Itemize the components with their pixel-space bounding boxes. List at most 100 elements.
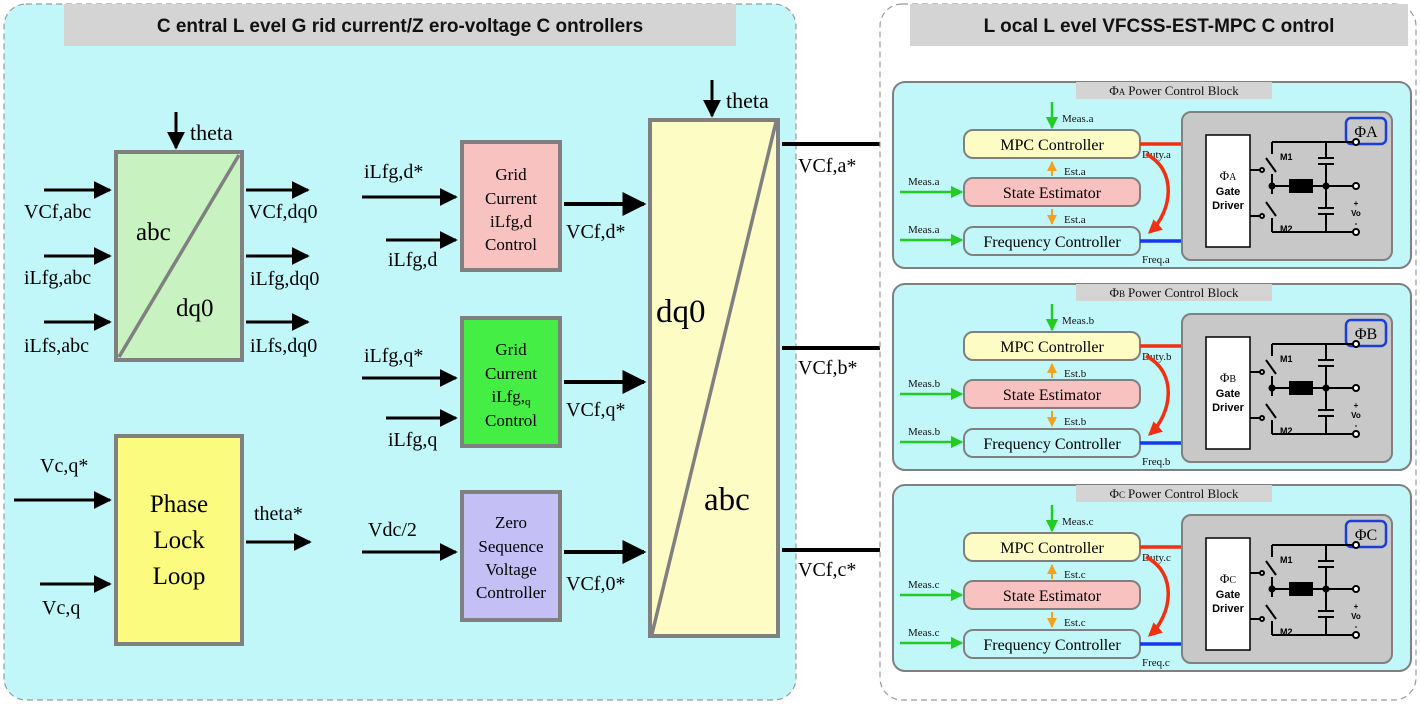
grid-q-input-meas: iLfg,q — [388, 429, 437, 451]
vo-label: Vo — [1351, 612, 1361, 621]
grid-d-output: VCf,d* — [566, 221, 625, 243]
gate-driver-line-1: Gate — [1216, 186, 1240, 198]
meas-bottom-label: Meas.c — [908, 627, 940, 639]
gate-driver-line-2: Driver — [1212, 200, 1245, 212]
switch-m1-label: M1 — [1280, 152, 1293, 162]
dq0-abc-transform-block: dq0 abc theta — [648, 80, 780, 638]
phase-reference-arrows: VCf,a* VCf,b* VCf,c* — [782, 132, 961, 581]
switch-m2-label: M2 — [1280, 627, 1293, 637]
transform-output-ilfs: iLfs,dq0 — [250, 335, 317, 357]
zero-line-1: Zero — [495, 513, 527, 532]
inverse-top-label: dq0 — [656, 294, 706, 330]
vcf-b-ref: VCf,b* — [798, 357, 857, 379]
meas-mid-label: Meas.c — [908, 579, 940, 591]
switch-m2-label: M2 — [1280, 426, 1293, 436]
vcf-a-ref: VCf,a* — [798, 155, 856, 177]
grid-q-line-2: Current — [485, 364, 537, 383]
vcf-c-ref: VCf,c* — [798, 559, 856, 581]
transform-top-label: abc — [136, 219, 171, 246]
frequency-controller-label: Frequency Controller — [983, 234, 1121, 251]
transform-bottom-label: dq0 — [176, 295, 214, 322]
phase-badge-label: ΦB — [1355, 326, 1377, 343]
mpc-controller-label: MPC Controller — [1000, 339, 1104, 356]
pll-line-3: Loop — [153, 563, 206, 590]
zero-line-4: Controller — [476, 583, 546, 602]
meas-mid-label: Meas.b — [908, 378, 941, 390]
vo-plus-label: + — [1354, 602, 1359, 611]
transform-output-vcf: VCf,dq0 — [248, 201, 317, 223]
grid-q-input-ref: iLfg,q* — [364, 345, 423, 367]
duty-feedback-arrow — [1145, 152, 1170, 234]
gate-driver-box — [1205, 336, 1251, 450]
grid-current-d-block: Grid Current iLfg,d Control iLfg,d* iLfg… — [362, 140, 647, 272]
duty-feedback-arrow — [1145, 354, 1170, 436]
gate-driver-line-2: Driver — [1212, 402, 1245, 414]
power-block-title-bar — [1076, 485, 1272, 502]
transform-input-ilfg: iLfg,abc — [24, 267, 91, 289]
est-top-label: Est.c — [1064, 569, 1086, 581]
phase-badge — [1344, 318, 1388, 348]
transform-output-ilfg: iLfg,dq0 — [250, 268, 319, 290]
half-bridge-circuit — [1250, 138, 1360, 236]
vo-minus-label: - — [1355, 421, 1358, 430]
switch-m1-label: M1 — [1280, 354, 1293, 364]
zero-line-2: Sequence — [478, 537, 543, 556]
duty-label: Duty.c — [1142, 552, 1171, 564]
pll-line-2: Lock — [153, 527, 205, 554]
mpc-controller-label: MPC Controller — [1000, 137, 1104, 154]
gate-driver-box — [1205, 537, 1251, 651]
gate-driver-phase: ΦA — [1220, 168, 1238, 183]
zero-output: VCf,0* — [566, 573, 625, 595]
meas-top-label: Meas.a — [1062, 113, 1094, 125]
est-top-label: Est.b — [1064, 368, 1087, 380]
est-top-label: Est.a — [1064, 166, 1086, 178]
vo-label: Vo — [1351, 209, 1361, 218]
gate-driver-phase: ΦB — [1220, 370, 1237, 385]
est-bottom-label: Est.b — [1064, 416, 1087, 428]
meas-mid-label: Meas.a — [908, 176, 940, 188]
central-title: C entral L evel G rid current/Z ero-volt… — [157, 16, 643, 37]
frequency-controller-label: Frequency Controller — [983, 436, 1121, 453]
local-title: L ocal L evel VFCSS-EST-MPC C ontrol — [984, 16, 1335, 37]
phase-badge-label: ΦC — [1355, 527, 1377, 544]
state-estimator-box — [963, 177, 1141, 207]
central-title-bar — [64, 4, 736, 46]
transform-input-ilfs: iLfs,abc — [24, 335, 89, 357]
pll-input-meas: Vc,q — [42, 597, 80, 619]
pll-output: theta* — [254, 503, 303, 525]
grid-d-input-ref: iLfg,d* — [364, 161, 423, 183]
pll-input-ref: Vc,q* — [40, 455, 88, 477]
switch-m1-label: M1 — [1280, 555, 1293, 565]
freq-label: Freq.c — [1142, 657, 1170, 669]
frequency-controller-label: Frequency Controller — [983, 637, 1121, 654]
vo-plus-label: + — [1354, 199, 1359, 208]
gate-driver-line-1: Gate — [1216, 589, 1240, 601]
phase-badge — [1344, 116, 1388, 146]
inverse-bottom-label: abc — [704, 482, 750, 518]
local-title-bar — [910, 4, 1408, 46]
grid-d-line-2: Current — [485, 189, 537, 208]
vo-label: Vo — [1351, 411, 1361, 420]
vo-minus-label: - — [1355, 622, 1358, 631]
gate-driver-box — [1205, 134, 1251, 248]
state-estimator-label: State Estimator — [1003, 387, 1102, 404]
gate-driver-line-1: Gate — [1216, 388, 1240, 400]
phase-badge-label: ΦA — [1354, 124, 1378, 141]
meas-top-label: Meas.b — [1062, 315, 1095, 327]
state-estimator-box — [963, 580, 1141, 610]
power-block-title-bar — [1076, 284, 1272, 301]
est-bottom-label: Est.c — [1064, 617, 1086, 629]
zero-line-3: Voltage — [485, 560, 537, 579]
meas-bottom-label: Meas.b — [908, 426, 941, 438]
phase-lock-loop-block: Phase Lock Loop Vc,q* Vc,q theta* — [14, 434, 312, 646]
pll-line-1: Phase — [150, 491, 208, 518]
inverse-theta-label: theta — [726, 88, 769, 113]
state-estimator-label: State Estimator — [1003, 185, 1102, 202]
grid-d-line-3: iLfg,d — [490, 212, 533, 231]
meas-bottom-label: Meas.a — [908, 224, 940, 236]
